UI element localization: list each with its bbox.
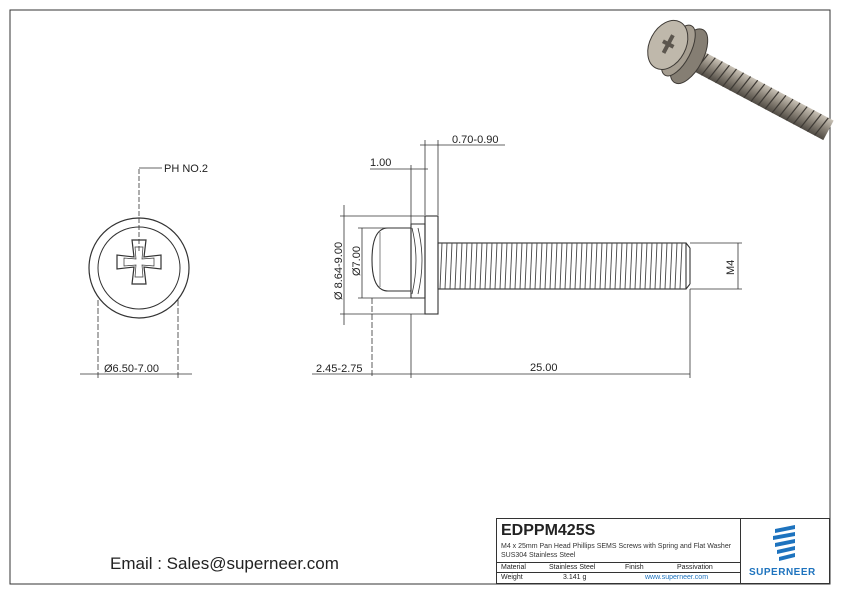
flat-washer-dia-label: Ø 8.64-9.00	[333, 242, 345, 300]
washer-thk-label: 0.70-0.90	[452, 134, 498, 146]
material-row: Material Stainless Steel Finish Passivat…	[497, 562, 740, 573]
head-dia-label: Ø6.50-7.00	[104, 363, 159, 375]
weight-row: Weight 3.141 g www.superneer.com	[497, 572, 740, 583]
part-description: M4 x 25mm Pan Head Phillips SEMS Screws …	[501, 543, 732, 559]
finish-value: Passivation	[677, 564, 713, 571]
thread-label: M4	[725, 260, 737, 275]
contact-email: Email : Sales@superneer.com	[110, 554, 339, 573]
spring-washer-dia-label: Ø7.00	[351, 246, 363, 276]
superneer-logo-icon	[773, 525, 795, 561]
logo-cell: SUPERNEER	[740, 519, 831, 583]
head-height-label: 2.45-2.75	[316, 363, 362, 375]
side-dimensions	[312, 140, 742, 378]
spring-thk-label: 1.00	[370, 157, 391, 169]
weight-label: Weight	[501, 574, 523, 581]
screw-3d-render	[647, 19, 834, 141]
material-label: Material	[501, 564, 526, 571]
drive-leader	[138, 167, 162, 251]
weight-value: 3.141 g	[563, 574, 587, 581]
finish-label: Finish	[625, 564, 644, 571]
website-link[interactable]: www.superneer.com	[645, 574, 709, 581]
thread-lines	[439, 242, 683, 290]
material-value: Stainless Steel	[549, 564, 596, 571]
head-dia-dimension	[80, 300, 192, 378]
length-label: 25.00	[530, 362, 558, 374]
title-block: EDPPM425S M4 x 25mm Pan Head Phillips SE…	[496, 518, 830, 584]
brand-name: SUPERNEER	[749, 567, 816, 578]
drive-label: PH NO.2	[164, 163, 208, 175]
part-code: EDPPM425S	[501, 522, 596, 539]
